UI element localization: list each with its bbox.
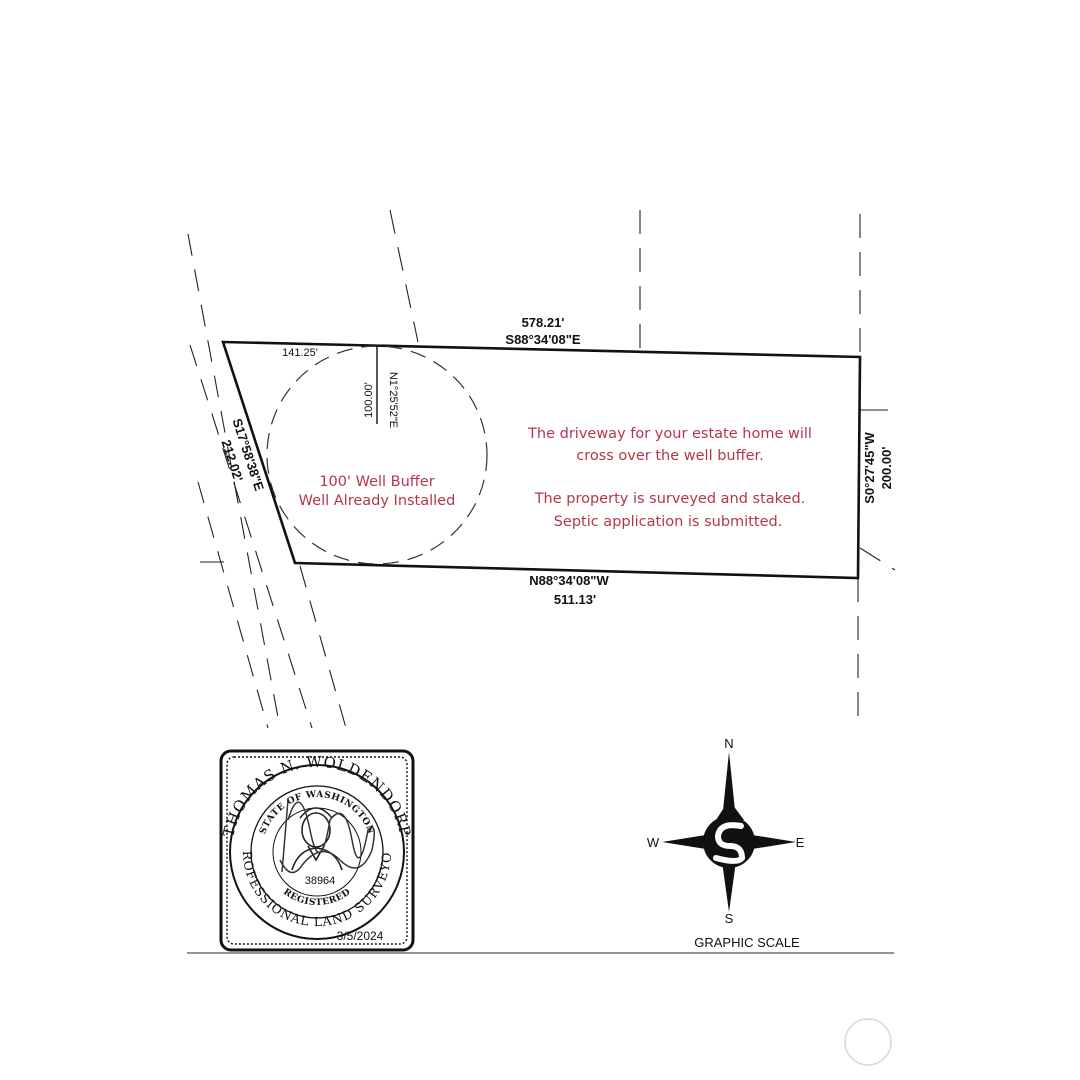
- north-distance-label: 578.21': [522, 315, 565, 330]
- compass-west-label: W: [647, 835, 660, 850]
- property-boundary: [221, 340, 862, 580]
- seal-middle-circle: [250, 785, 384, 919]
- driveway-note-line2: cross over the well buffer.: [576, 448, 764, 464]
- well-buffer-label: 100' Well Buffer: [319, 474, 434, 490]
- adjacent-lot-lines: [200, 209, 896, 726]
- seal-date: 3/5/2024: [337, 929, 384, 943]
- compass-east-label: E: [796, 835, 805, 850]
- septic-note: Septic application is submitted.: [554, 514, 783, 530]
- seal-outer-circle: [229, 764, 405, 940]
- north-bearing-label: S88°34'08"E: [505, 332, 581, 347]
- east-distance-label: 200.00': [879, 447, 894, 490]
- seal-frame-outer: [219, 749, 415, 952]
- north-arrow: N S W E: [647, 736, 805, 926]
- compass-east-point: [746, 834, 796, 850]
- well-tie-bearing-label: N1°25'52"E: [387, 372, 399, 428]
- page-circle-button[interactable]: [844, 1018, 892, 1066]
- compass-north-label: N: [724, 736, 733, 751]
- well-installed-label: Well Already Installed: [299, 493, 456, 509]
- seal-registered: REGISTERED: [281, 887, 352, 908]
- adjacent-road-lines: [187, 233, 347, 729]
- south-distance-label: 511.13': [554, 592, 596, 607]
- signature-scribble: [279, 799, 375, 874]
- seal-frame-inner: [226, 756, 408, 945]
- compass-south-point: [721, 854, 737, 912]
- well-tie-distance-label: 100.00': [363, 382, 375, 418]
- compass-south-label: S: [725, 911, 734, 926]
- south-bearing-label: N88°34'08"W: [529, 573, 609, 588]
- seal-portrait: [291, 807, 343, 871]
- east-bearing-label: S0°27'45"W: [862, 431, 877, 503]
- graphic-scale-label: GRAPHIC SCALE: [694, 935, 800, 950]
- well-offset-label: 141.25': [282, 347, 318, 359]
- compass-west-point: [662, 834, 712, 850]
- survey-note: The property is surveyed and staked.: [534, 491, 806, 507]
- driveway-note-line1: The driveway for your estate home will: [527, 426, 812, 442]
- seal-license-number: 38964: [305, 875, 336, 887]
